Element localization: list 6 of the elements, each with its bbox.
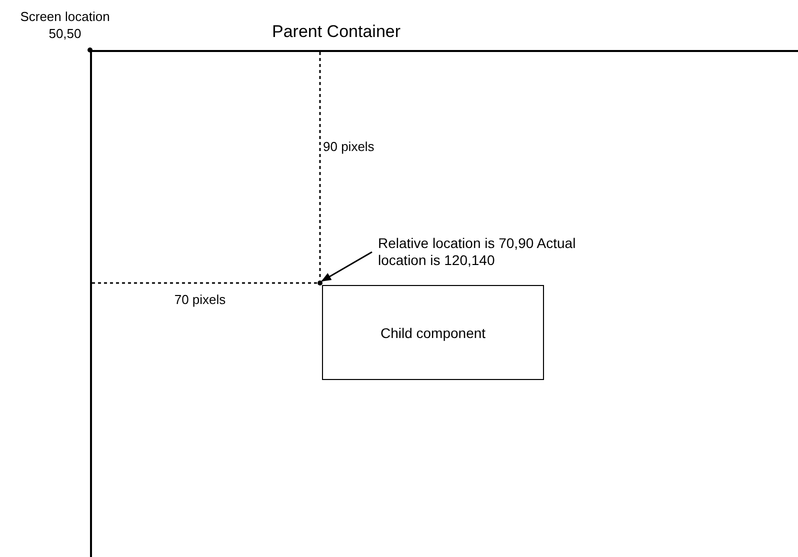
arrow xyxy=(321,251,372,282)
child-component-box: Child component xyxy=(322,285,544,380)
dimension-label: 90 pixels xyxy=(323,138,376,155)
container-title: Parent Container xyxy=(272,22,401,42)
dimension-label: 70 pixels xyxy=(173,291,227,308)
dimension-label: Screen location 50,50 xyxy=(19,8,111,42)
